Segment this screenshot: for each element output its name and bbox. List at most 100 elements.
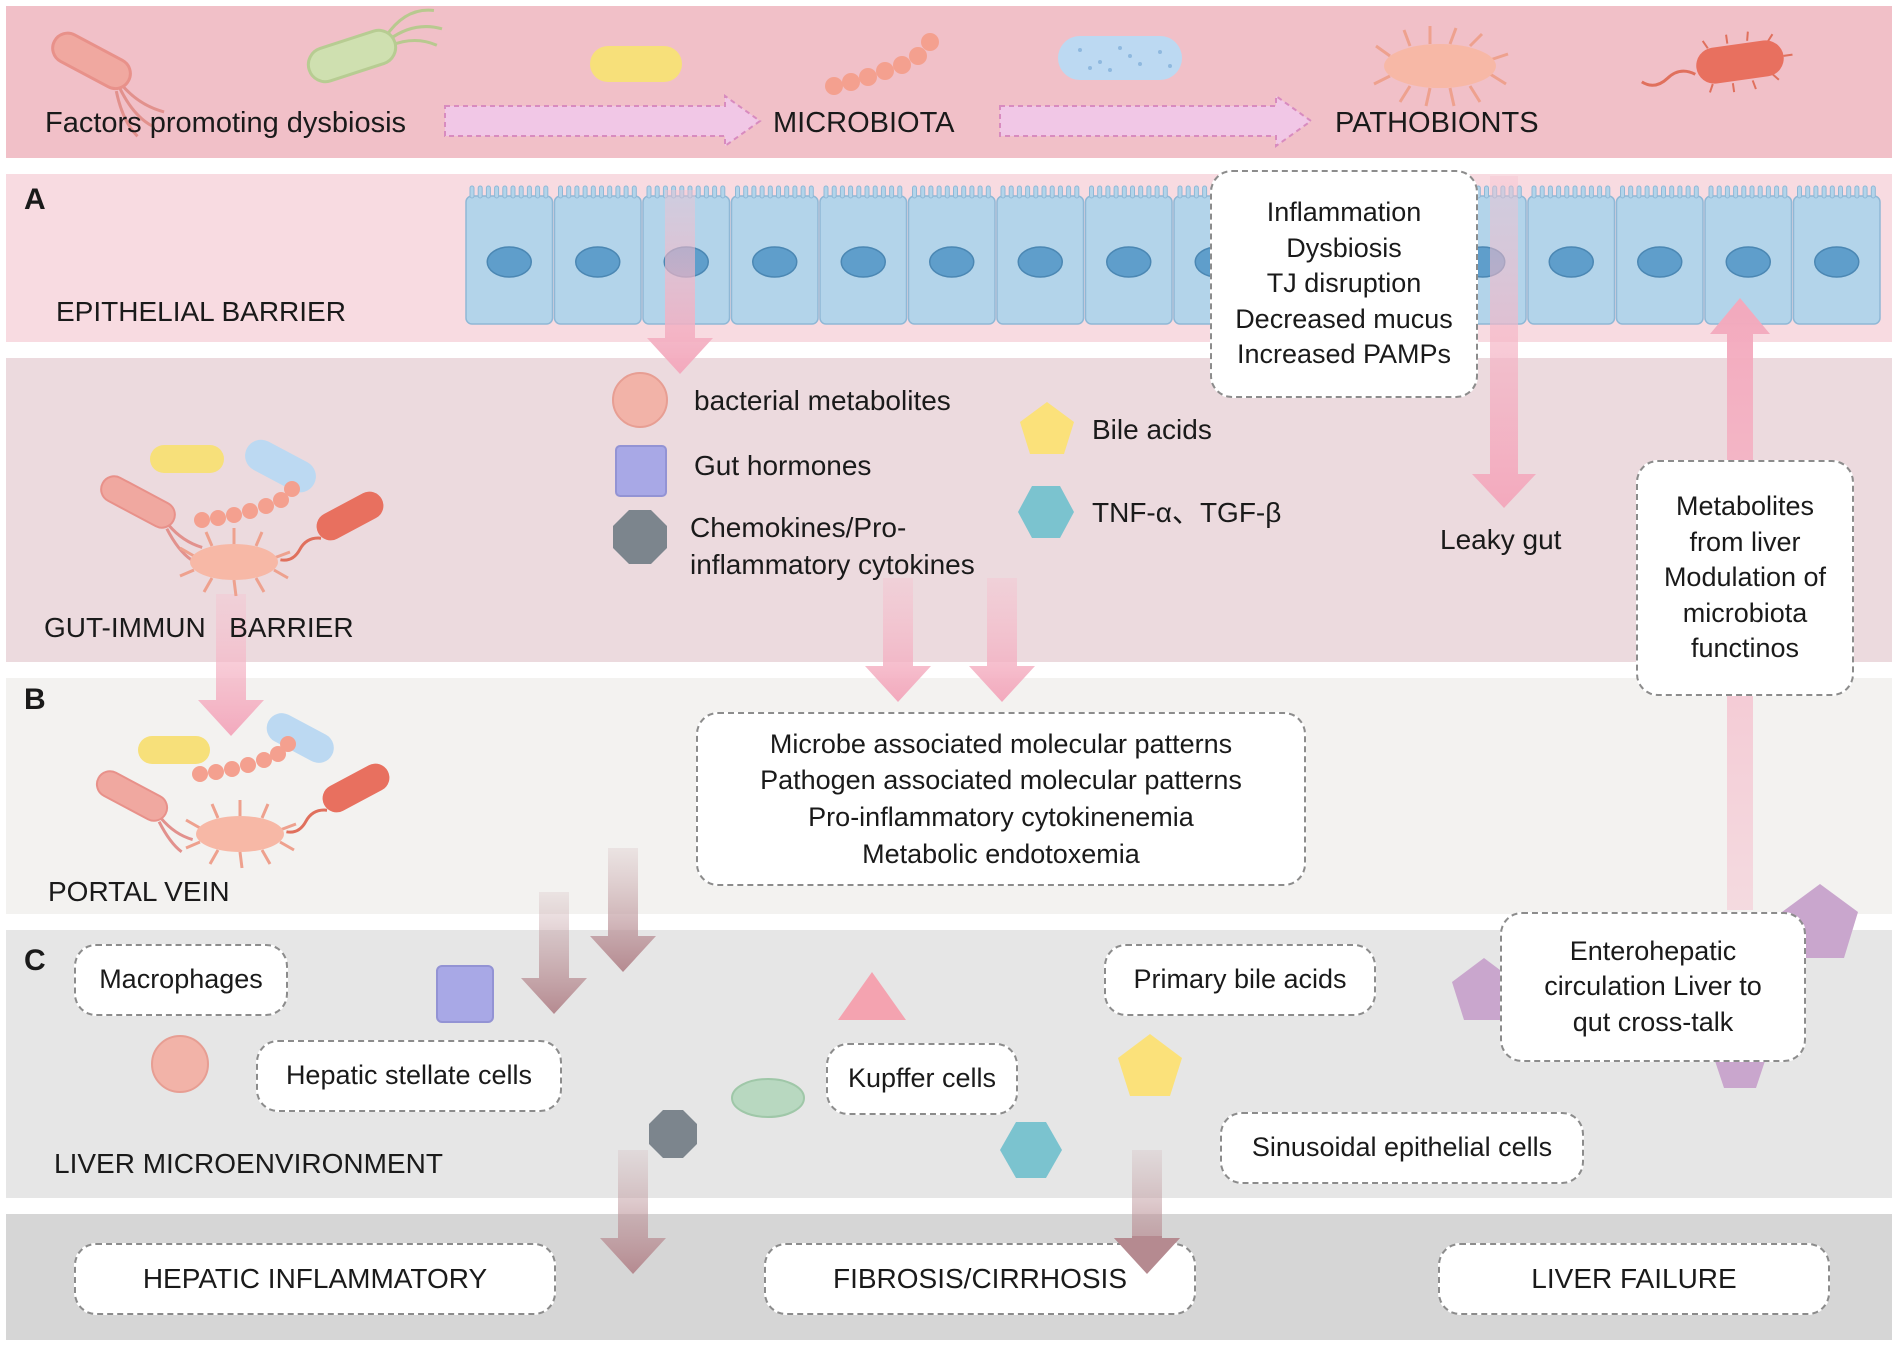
cocci-chain-icon bbox=[192, 736, 296, 782]
tnf-label: TNF-α、TGF-β bbox=[1092, 497, 1282, 528]
section-c-label: C bbox=[24, 944, 46, 977]
bile-acid-pentagon-icon bbox=[1020, 402, 1074, 454]
arrow-outcome-1 bbox=[600, 1150, 666, 1274]
epithelial-cell bbox=[907, 185, 996, 325]
kupffer-cells-label: Kupffer cells bbox=[847, 1063, 997, 1094]
macrophages-box: Macrophages bbox=[74, 944, 288, 1016]
arrow-leaky-gut bbox=[1472, 176, 1536, 508]
cell-nucleus bbox=[1106, 246, 1152, 278]
kupffer-cells-box: Kupffer cells bbox=[826, 1043, 1018, 1115]
sinusoidal-cells-label: Sinusoidal epithelial cells bbox=[1251, 1132, 1553, 1163]
bacterial-metabolites-label: bacterial metabolites bbox=[694, 385, 951, 416]
portal-vein-microbes bbox=[95, 713, 390, 869]
primary-bile-acids-label: Primary bile acids bbox=[1133, 964, 1347, 995]
yellow-bacillus-icon bbox=[590, 46, 682, 82]
hepatic-inflammatory-box: HEPATIC INFLAMMATORY bbox=[74, 1243, 556, 1315]
yellow-bacillus-icon bbox=[138, 736, 210, 764]
section-a-label: A bbox=[24, 183, 46, 216]
epithelial-cell bbox=[819, 185, 908, 325]
triangle-icon bbox=[838, 972, 906, 1020]
gut-immune-microbes bbox=[100, 439, 384, 597]
metabolites-line: Modulation of bbox=[1663, 562, 1827, 593]
metabolites-line: from liver bbox=[1689, 526, 1801, 557]
arrow-microbiota-down bbox=[647, 190, 713, 374]
chemokine-octagon-icon bbox=[649, 1110, 697, 1158]
mediator-legend-shapes bbox=[612, 372, 1074, 564]
liver-failure-box: LIVER FAILURE bbox=[1438, 1243, 1830, 1315]
epithelial-barrier-title: EPITHELIAL BARRIER bbox=[56, 296, 346, 327]
metabolites-line: microbiota bbox=[1682, 597, 1808, 628]
arrow-portal-down bbox=[198, 594, 264, 736]
blue-bacillus-icon bbox=[1058, 36, 1182, 80]
factors-label: Factors promoting dysbiosis bbox=[45, 107, 407, 139]
pattern-line: Microbe associated molecular patterns bbox=[769, 728, 1233, 759]
cell-nucleus bbox=[1017, 246, 1063, 278]
microbe-illustrations-top bbox=[51, 8, 1793, 148]
green-rod-bacterium-icon bbox=[306, 8, 443, 84]
red-bacterium-icon bbox=[1641, 31, 1793, 93]
pattern-line: Pro-inflammatory cytokinenemia bbox=[808, 802, 1194, 832]
bile-acid-pentagon-icon bbox=[1118, 1034, 1182, 1096]
bile-acids-label: Bile acids bbox=[1092, 414, 1212, 445]
pattern-line: Pathogen associated molecular patterns bbox=[760, 765, 1242, 796]
red-bacterium-icon bbox=[280, 491, 384, 562]
chemokine-octagon-icon bbox=[613, 510, 667, 564]
epithelial-cell bbox=[1084, 185, 1173, 325]
epithelial-effects-box: Inflammation Dysbiosis TJ disruption Dec… bbox=[1210, 170, 1478, 398]
liver-microenvironment-title: LIVER MICROENVIRONMENT bbox=[54, 1148, 443, 1179]
cytokine-hexagon-icon bbox=[1018, 486, 1074, 538]
enterohepatic-box: Enterohepatic circulation Liver to qut c… bbox=[1500, 912, 1806, 1062]
stellate-cells-box: Hepatic stellate cells bbox=[256, 1040, 562, 1112]
enterohepatic-line: qut cross-talk bbox=[1572, 1006, 1734, 1037]
section-b-label: B bbox=[24, 683, 46, 716]
arrow-liver-1 bbox=[521, 892, 587, 1014]
spiky-pathobiont-icon bbox=[179, 528, 291, 597]
cell-nucleus bbox=[575, 246, 621, 278]
enterohepatic-line: Enterohepatic bbox=[1569, 935, 1737, 966]
yellow-bacillus-icon bbox=[150, 445, 224, 473]
cell-nucleus bbox=[1725, 246, 1771, 278]
liver-metabolites-box: Metabolites from liver Modulation of mic… bbox=[1636, 460, 1854, 696]
cocci-chain-icon bbox=[194, 481, 300, 528]
epithelial-cell bbox=[1792, 185, 1881, 325]
epithelial-cell bbox=[1615, 185, 1704, 325]
macrophages-label: Macrophages bbox=[99, 964, 263, 995]
arrow-patterns-2 bbox=[969, 578, 1035, 702]
dashed-arrow-1 bbox=[444, 94, 762, 148]
rod-bacterium-icon bbox=[51, 31, 165, 138]
spiky-pathobiont-icon bbox=[1373, 26, 1509, 107]
gut-immune-title: GUT-IMMUN BARRIER bbox=[44, 612, 354, 643]
effect-item: Dysbiosis bbox=[1286, 232, 1402, 263]
epithelial-cell bbox=[1527, 185, 1616, 325]
blue-bacillus-icon bbox=[266, 713, 334, 763]
blue-bacillus-icon bbox=[245, 439, 316, 493]
epithelial-cell bbox=[996, 185, 1085, 325]
epithelial-cell bbox=[730, 185, 819, 325]
cocci-chain-icon bbox=[825, 33, 939, 95]
hormone-square-icon bbox=[615, 445, 667, 497]
liver-failure-label: LIVER FAILURE bbox=[1531, 1262, 1737, 1294]
cell-nucleus bbox=[1637, 246, 1683, 278]
leaky-gut-label: Leaky gut bbox=[1440, 524, 1562, 555]
spiky-pathobiont-icon bbox=[185, 800, 297, 869]
pattern-line: Metabolic endotoxemia bbox=[862, 838, 1140, 869]
fibrosis-cirrhosis-label: FIBROSIS/CIRRHOSIS bbox=[832, 1262, 1128, 1294]
epithelial-cell bbox=[1704, 185, 1793, 325]
hormone-square-icon bbox=[436, 965, 494, 1023]
metabolite-circle-icon bbox=[612, 372, 668, 428]
cell-nucleus bbox=[929, 246, 975, 278]
microbiota-label: MICROBIOTA bbox=[773, 107, 955, 139]
portal-vein-title: PORTAL VEIN bbox=[48, 876, 230, 907]
primary-bile-acids-box: Primary bile acids bbox=[1104, 944, 1376, 1016]
rod-bacterium-icon bbox=[95, 770, 194, 854]
pathobionts-label: PATHOBIONTS bbox=[1335, 107, 1539, 139]
effect-item: TJ disruption bbox=[1266, 268, 1422, 299]
metabolites-line: functinos bbox=[1690, 633, 1800, 664]
stellate-cells-label: Hepatic stellate cells bbox=[285, 1060, 533, 1091]
dashed-arrow-2 bbox=[999, 94, 1313, 148]
epithelial-cell bbox=[465, 185, 554, 325]
fibrosis-cirrhosis-box: FIBROSIS/CIRRHOSIS bbox=[764, 1243, 1196, 1315]
cell-nucleus bbox=[752, 246, 798, 278]
oval-cell-icon bbox=[731, 1078, 805, 1118]
sinusoidal-cells-box: Sinusoidal epithelial cells bbox=[1220, 1112, 1584, 1184]
